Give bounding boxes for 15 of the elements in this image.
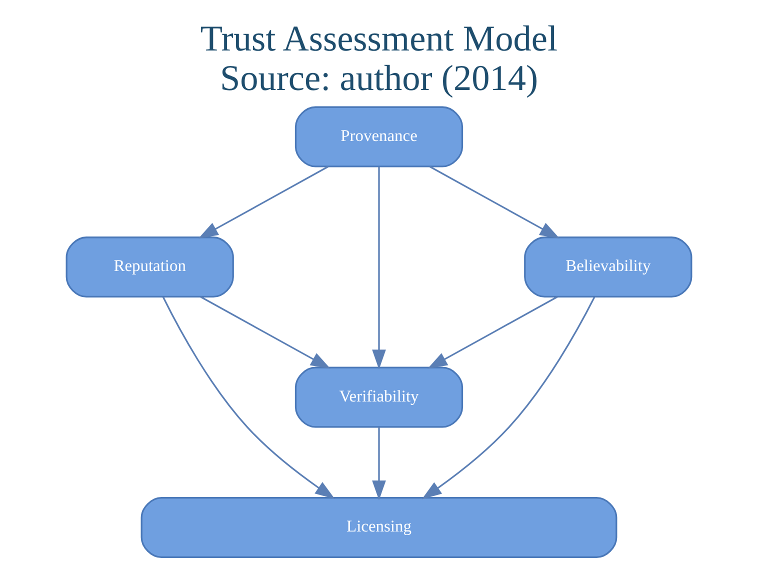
arrow [427,296,558,369]
arrow [162,296,334,499]
arrow [372,427,386,500]
node-box: Licensing [140,497,617,558]
caption: Source: author (2014) [219,58,538,98]
arrow [421,296,595,500]
arrow [428,166,560,239]
arrow [198,166,328,239]
arrow [372,166,386,370]
arrow [200,296,330,369]
node-box: Believability [524,236,692,298]
node-box: Verifiability [294,366,463,428]
node-box: Reputation [65,236,234,298]
node-box: Provenance [294,106,463,168]
diagram-title: Trust Assessment Model [200,18,558,58]
